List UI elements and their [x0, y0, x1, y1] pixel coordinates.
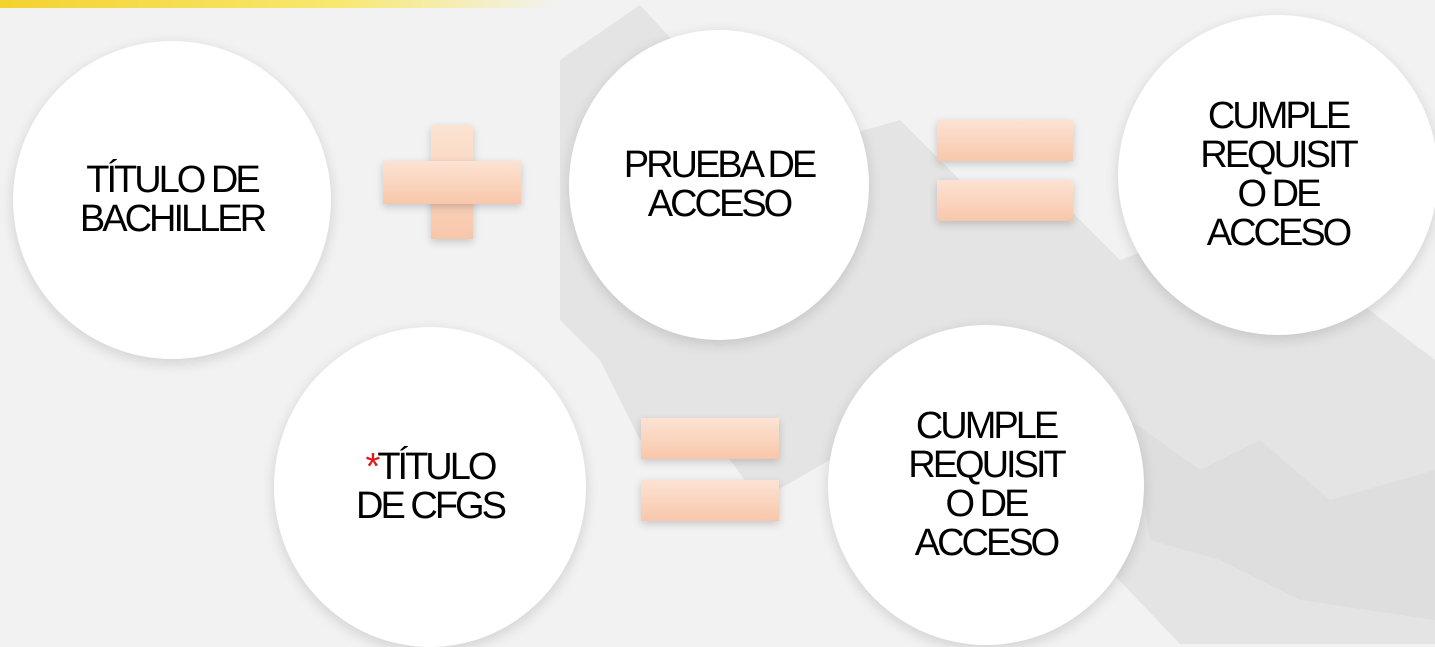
access-requirement-circle-row1: CUMPLE REQUISIT O DE ACCESO	[1118, 15, 1435, 335]
cfgs-title-circle: *TÍTULO DE CFGS	[274, 327, 586, 647]
access-test-label: PRUEBA DE ACCESO	[623, 143, 818, 225]
asterisk-mark: *	[365, 445, 381, 488]
access-requirement-label-row1: CUMPLE REQUISIT O DE ACCESO	[1200, 94, 1358, 255]
cfgs-title-text: TÍTULO DE CFGS	[356, 445, 507, 527]
bachiller-title-circle: TÍTULO DE BACHILLER	[13, 41, 331, 359]
access-requirement-circle-row2: CUMPLE REQUISIT O DE ACCESO	[828, 325, 1144, 645]
access-test-circle: PRUEBA DE ACCESO	[569, 30, 869, 340]
top-accent-bar	[0, 0, 560, 8]
access-requirement-label-row2: CUMPLE REQUISIT O DE ACCESO	[908, 404, 1066, 565]
cfgs-title-label: *TÍTULO DE CFGS	[356, 445, 507, 527]
bachiller-title-label: TÍTULO DE BACHILLER	[79, 158, 267, 240]
